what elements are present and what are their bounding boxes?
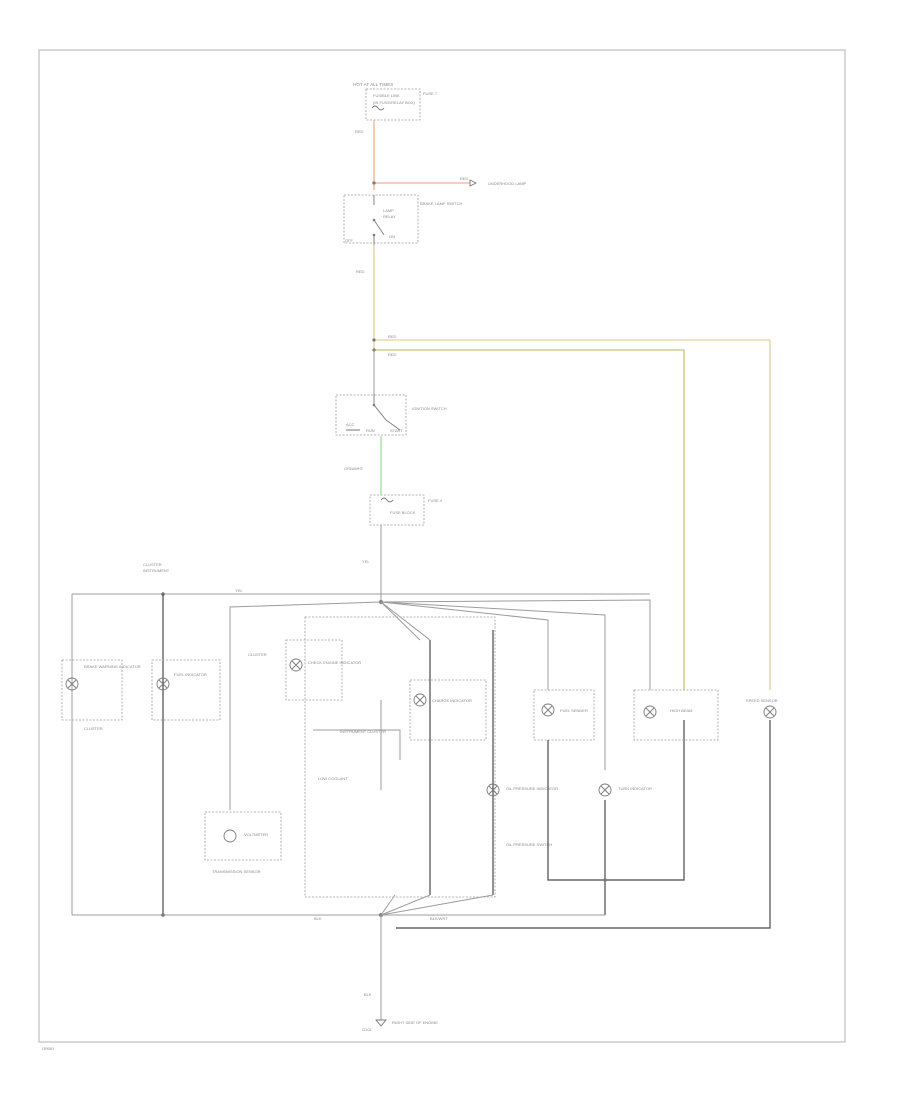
brake-lamp-switch: BRAKE LAMP SWITCH LAMP RELAY OFF ON xyxy=(343,194,462,245)
fuel-indicator-label: FUEL INDICATOR xyxy=(174,672,207,677)
junction-underhood xyxy=(372,181,376,185)
cluster-top2-label: INSTRUMENT xyxy=(143,568,170,573)
turn-indicator: TURN INDICATOR xyxy=(598,783,652,915)
brake-warning-label: BRAKE WARNING INDICATOR xyxy=(84,664,141,669)
wire-mid1-label: RED xyxy=(356,269,365,274)
high-beam-label: HIGH BEAM xyxy=(670,708,692,713)
oil-pressure-label: OIL PRESSURE INDICATOR xyxy=(506,786,558,791)
cluster-top-label: CLUSTER xyxy=(143,562,162,567)
lamp-relay-l1: LAMP xyxy=(383,208,394,213)
sw-off-label: OFF xyxy=(345,238,354,243)
lamp-relay-l2: RELAY xyxy=(383,214,396,219)
fuse-top-side: FUSE 7 xyxy=(423,91,438,96)
fuel-indicator: FUEL INDICATOR xyxy=(151,594,221,915)
cluster-check-label: CLUSTER xyxy=(248,652,267,657)
charge-indicator-label: CHARGE INDICATOR xyxy=(432,698,472,703)
ground-icon xyxy=(375,1019,387,1027)
top-fuse-block: HOT AT ALL TIMES FUSIBLE LINK (IN FUSE/R… xyxy=(353,82,438,134)
sw-on-label: ON xyxy=(389,234,395,239)
wire-green-label: GRN/WHT xyxy=(344,466,364,471)
fuse-mid-side: FUSE 4 xyxy=(428,498,443,503)
instrument-cluster-outline xyxy=(304,616,496,898)
underhood-arrow-icon xyxy=(469,179,478,187)
instrument-cluster-inner: INSTRUMENT CLUSTER LOW COOLANT xyxy=(313,700,401,790)
cluster-inner-label: INSTRUMENT CLUSTER xyxy=(340,729,386,734)
speed-sensor-label: SPEED SENSOR xyxy=(746,698,778,703)
diagram-frame xyxy=(38,49,846,1043)
brake-warning-indicator: BRAKE WARNING INDICATOR CLUSTER xyxy=(61,594,141,915)
sw-acc-label: ACC xyxy=(346,422,355,427)
oil-pressure-indicator: OIL PRESSURE INDICATOR OIL PRESSURE SWIT… xyxy=(486,630,558,895)
voltmeter-label: VOLTMETER xyxy=(244,832,268,837)
brake-lamp-switch-label: BRAKE LAMP SWITCH xyxy=(420,201,462,206)
wire-blk-wht-label: BLK/WHT xyxy=(430,916,448,921)
wire-top-label: RED xyxy=(355,129,364,134)
wire-bus-label: YEL xyxy=(235,588,243,593)
ground-label: RIGHT SIDE OF ENGINE xyxy=(392,1020,438,1025)
wire-yellow-right-outer xyxy=(374,339,771,690)
wire-underhood-label: RED xyxy=(460,176,469,181)
low-coolant-label: LOW COOLANT xyxy=(318,776,348,781)
check-engine-label: CHECK ENGINE INDICATOR xyxy=(308,660,361,665)
high-beam-indicator: HIGH BEAM xyxy=(633,689,719,741)
hot-all-times-label: HOT AT ALL TIMES xyxy=(353,82,393,87)
transmission-sensor-label: TRANSMISSION SENSOR xyxy=(212,869,261,874)
fuel-sender: FUEL SENDER xyxy=(533,689,685,881)
fuse-top-line1: FUSIBLE LINK xyxy=(373,93,400,98)
ignition-switch-label: IGNITION SWITCH xyxy=(412,406,447,411)
oil-pressure-sw-label: OIL PRESSURE SWITCH xyxy=(506,842,552,847)
underhood-lamp-label: UNDERHOOD LAMP xyxy=(488,181,527,186)
fuse-mid-inner: FUSE BLOCK xyxy=(390,510,416,515)
wire-blk-label: BLK xyxy=(314,916,322,921)
charge-indicator: CHARGE INDICATOR xyxy=(409,640,487,895)
wire-after-fuse: YEL xyxy=(362,559,370,564)
footer-code: I39581 xyxy=(42,1046,55,1051)
mid-fuse: FUSE BLOCK FUSE 4 xyxy=(369,494,443,526)
wire-blk-bottom-label: BLK xyxy=(364,992,372,997)
ignition-switch: IGNITION SWITCH ACC RUN START xyxy=(335,350,447,436)
wire-red-b-label: RED xyxy=(388,352,397,357)
wire-yellow-right-inner xyxy=(374,349,685,690)
speed-sensor: SPEED SENSOR xyxy=(396,698,778,929)
cluster-mid-label: CLUSTER xyxy=(84,726,103,731)
fuse-top-line2: (IN FUSE/RELAY BOX) xyxy=(373,100,416,105)
wire-red-a-label: RED xyxy=(388,334,397,339)
transmission-sensor: VOLTMETER TRANSMISSION SENSOR xyxy=(204,811,282,874)
sw-run-label: RUN xyxy=(366,428,375,433)
ground-code-label: G101 xyxy=(362,1027,373,1032)
fuel-sender-label: FUEL SENDER xyxy=(560,708,588,713)
sw-start-label: START xyxy=(390,428,403,433)
check-engine-indicator: CLUSTER CHECK ENGINE INDICATOR xyxy=(248,639,361,701)
turn-indicator-label: TURN INDICATOR xyxy=(618,786,652,791)
